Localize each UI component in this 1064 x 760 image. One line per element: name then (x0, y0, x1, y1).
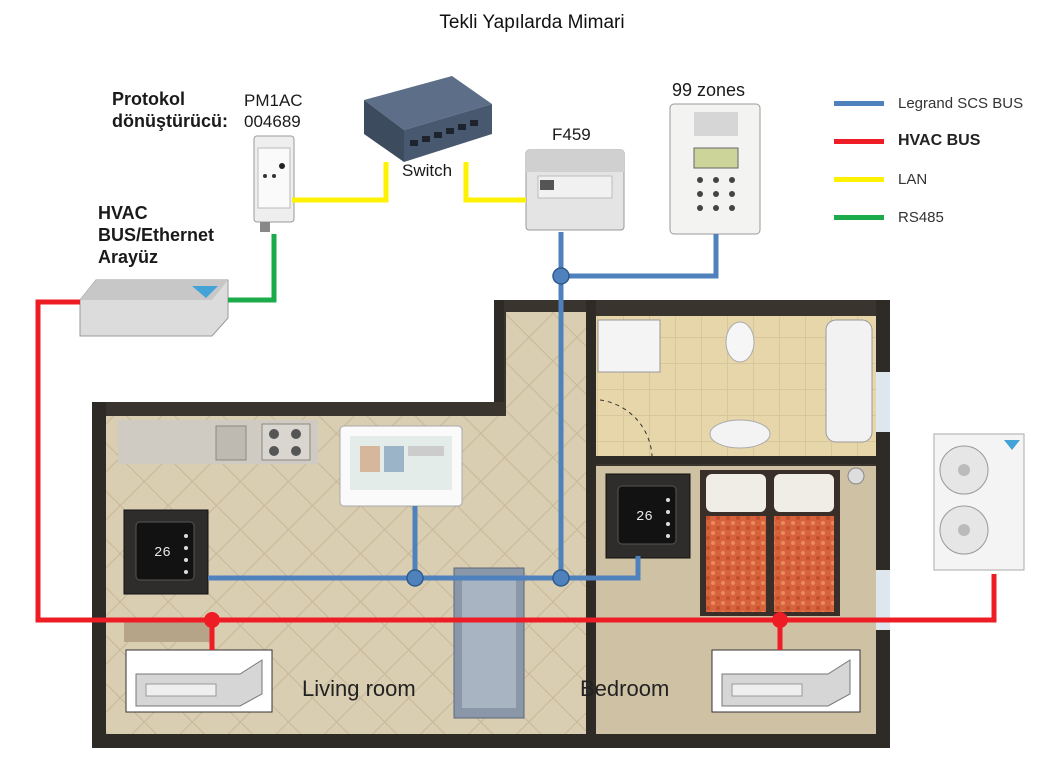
bathroom-door-arc (599, 399, 653, 457)
legend-swatch-rs485 (834, 214, 884, 220)
dining-table (124, 622, 214, 642)
protocol-converter-label: Protokol dönüştürücü: (112, 88, 228, 132)
legend-label-lan: LAN (898, 170, 928, 188)
window-bath (876, 372, 890, 432)
thermostat-bedroom: 26 (605, 473, 691, 559)
bathtub (825, 319, 873, 443)
legend-label-rs485: RS485 (898, 208, 944, 226)
switch-label: Switch (402, 161, 453, 180)
protocol-converter-label-line1: Protokol (112, 89, 186, 109)
indoor-unit-bedroom (711, 649, 861, 713)
hvac-interface-device (79, 279, 229, 337)
thermostat-living-display: 26 (154, 545, 171, 561)
pm1ac-label-line2: 004689 (244, 112, 301, 131)
pm1ac-device (253, 135, 295, 232)
living-room-label: Living room (302, 676, 416, 701)
kitchen-sink (215, 425, 247, 461)
network-switch (364, 76, 492, 162)
legend-label-scs: Legrand SCS BUS (898, 94, 1024, 112)
legend-item-lan: LAN (834, 168, 1023, 190)
hvac-interface-label-line3: Arayüz (98, 247, 159, 267)
hvac-interface-label-line2: BUS/Ethernet (98, 225, 215, 245)
legend: Legrand SCS BUS HVAC BUS LAN RS485 (834, 92, 1023, 228)
wall-bottom (92, 734, 890, 748)
pm1ac-label: PM1AC 004689 (244, 90, 303, 132)
scs-bus-nodes (406, 267, 570, 587)
thermostat-bedroom-display: 26 (636, 509, 653, 525)
bedroom-label: Bedroom (580, 676, 670, 701)
wall-center (586, 300, 596, 734)
wall-entrance (494, 300, 504, 402)
legend-item-rs485: RS485 (834, 206, 1023, 228)
lan-lines (292, 162, 526, 203)
zones-label: 99 zones (672, 80, 746, 100)
wall-bath-bed (596, 456, 878, 464)
hvac-interface-label-line1: HVAC (98, 203, 148, 223)
pm1ac-label-line1: PM1AC (244, 91, 303, 110)
sofa-cushion (462, 578, 516, 708)
shower (597, 319, 661, 373)
entrance-floor (506, 312, 586, 432)
wall-left (92, 402, 106, 748)
hvac-bus-nodes (204, 612, 788, 628)
rs485-line (228, 234, 277, 303)
legend-swatch-lan (834, 176, 884, 182)
zones-keypad (669, 103, 761, 235)
legend-item-hvac: HVAC BUS (834, 130, 1023, 152)
f459-label: F459 (552, 125, 591, 144)
outdoor-ac-unit (933, 433, 1025, 571)
washbasin (709, 419, 771, 449)
double-bed (700, 470, 840, 616)
touch-screen (339, 425, 463, 507)
scs-bus-lines (208, 232, 719, 581)
cooktop (261, 423, 311, 461)
legend-label-hvac: HVAC BUS (898, 132, 981, 149)
diagram-title: Tekli Yapılarda Mimari (439, 12, 625, 33)
hvac-interface-label: HVAC BUS/Ethernet Arayüz (98, 202, 214, 268)
protocol-converter-label-line2: dönüştürücü: (112, 111, 228, 131)
lamp (847, 467, 865, 485)
legend-swatch-hvac (834, 138, 884, 144)
indoor-unit-living (125, 649, 273, 713)
wall-right (876, 300, 890, 748)
legend-swatch-scs (834, 100, 884, 106)
legend-item-scs: Legrand SCS BUS (834, 92, 1023, 114)
thermostat-living: 26 (123, 509, 209, 595)
toilet (725, 321, 755, 363)
window-bed (876, 570, 890, 630)
f459-device (525, 149, 625, 231)
